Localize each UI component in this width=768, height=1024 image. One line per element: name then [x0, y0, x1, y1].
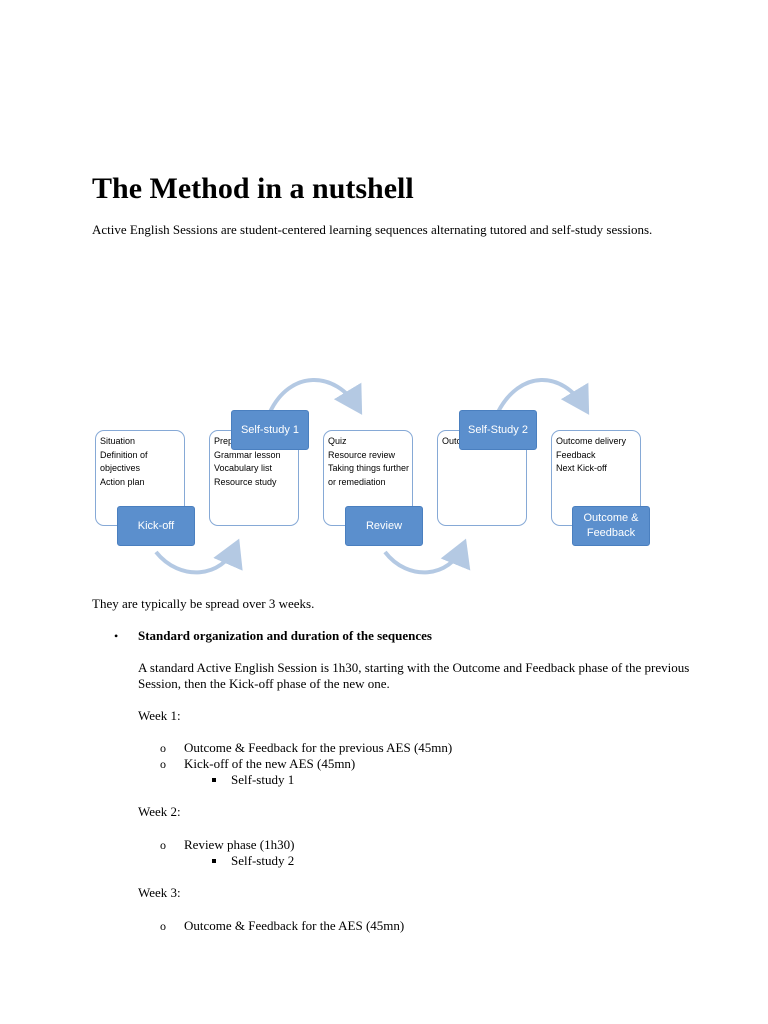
self-study-1-label: Self-study 1	[231, 410, 309, 450]
card-item: Resource study	[214, 476, 277, 487]
self-study-2-label: Self-Study 2	[459, 410, 537, 450]
card-item: Feedback	[556, 449, 596, 460]
card-item: Definition of	[100, 449, 148, 460]
sub-list-item: Self-study 2	[231, 853, 295, 868]
arrow-bottom-1	[154, 538, 243, 575]
circle-bullet-icon: o	[160, 741, 166, 755]
kickoff-label: Kick-off	[117, 506, 195, 546]
outcome-feedback-label: Outcome & Feedback	[572, 506, 650, 546]
arrow-bottom-2	[383, 538, 471, 575]
circle-bullet-icon: o	[160, 757, 166, 771]
intro-paragraph: Active English Sessions are student-cent…	[92, 222, 653, 237]
circle-bullet-icon: o	[160, 838, 166, 852]
bullet-icon: •	[114, 629, 119, 643]
arrow-top-1	[268, 378, 363, 415]
card-item: Vocabulary list	[214, 463, 273, 473]
card-item: Action plan	[100, 476, 145, 487]
section-paragraph: A standard Active English Session is 1h3…	[138, 660, 690, 691]
week-1-label: Week 1:	[138, 708, 181, 723]
circle-bullet-icon: o	[160, 919, 166, 933]
list-item: Kick-off of the new AES (45mn)	[184, 756, 356, 771]
card-item: Next Kick-off	[556, 463, 607, 473]
card-item: Resource review	[328, 449, 396, 460]
review-label: Review	[345, 506, 423, 546]
square-bullet-icon	[212, 778, 216, 782]
square-bullet-icon	[212, 859, 216, 863]
page-title: The Method in a nutshell	[92, 172, 414, 205]
sub-list-item: Self-study 1	[231, 772, 295, 787]
card-item: Outcome delivery	[556, 436, 627, 446]
list-item: Outcome & Feedback for the AES (45mn)	[184, 918, 405, 933]
card-item: Quiz	[328, 436, 347, 446]
card-item: Outc	[442, 436, 462, 446]
list-item: Review phase (1h30)	[184, 837, 295, 852]
session-cycle-diagram: Situation Definition of objectives Actio…	[0, 360, 768, 590]
card-item: or remediation	[328, 476, 386, 487]
list-item: Outcome & Feedback for the previous AES …	[184, 740, 453, 755]
section-title: Standard organization and duration of th…	[138, 628, 432, 643]
spread-text: They are typically be spread over 3 week…	[92, 596, 315, 611]
card-item: objectives	[100, 463, 141, 473]
card-item: Prep	[214, 436, 234, 446]
week-2-label: Week 2:	[138, 804, 181, 819]
card-item: Situation	[100, 436, 136, 446]
cycle-arrows	[154, 378, 590, 575]
card-item: Grammar lesson	[214, 449, 281, 460]
arrow-top-2	[496, 378, 590, 415]
card-item: Taking things further	[328, 463, 410, 473]
week-3-label: Week 3:	[138, 885, 181, 900]
